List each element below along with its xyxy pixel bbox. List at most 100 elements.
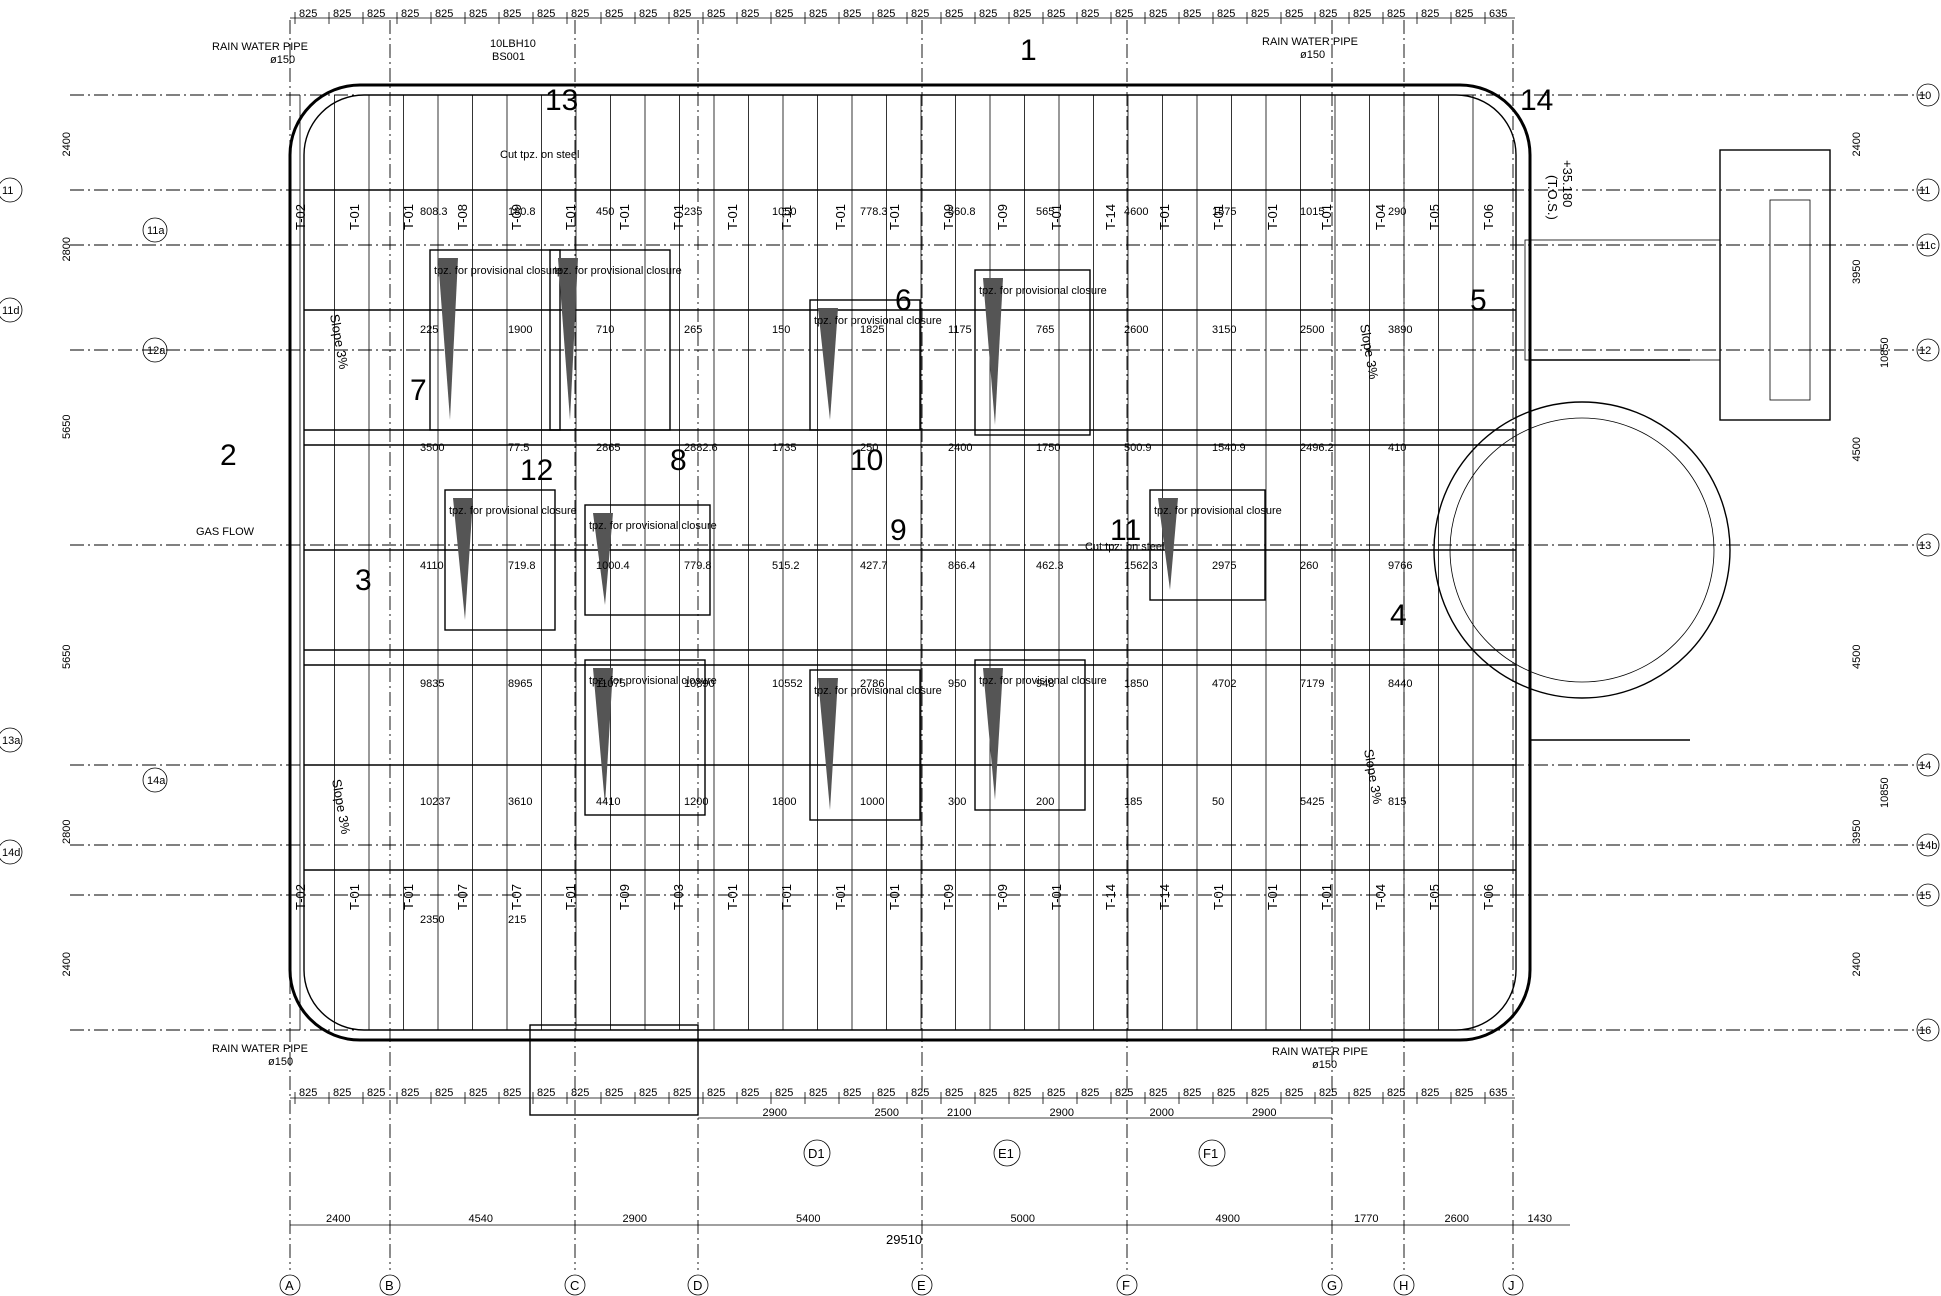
misc-dim-label: 1175 bbox=[948, 324, 972, 336]
left-row-bubble bbox=[142, 217, 168, 243]
bottom-dim: 825 bbox=[435, 1087, 453, 1099]
misc-dim-label: 3150 bbox=[1212, 324, 1236, 336]
top-dim: 825 bbox=[1081, 8, 1099, 20]
beam-label-bottom: T-02 bbox=[293, 884, 308, 910]
opening bbox=[584, 659, 706, 816]
misc-dim-label: 450 bbox=[596, 206, 614, 218]
misc-dim-label: 8440 bbox=[1388, 678, 1412, 690]
misc-dim-label: 7179 bbox=[1300, 678, 1324, 690]
provisional-closure-label: tpz. for provisional closure bbox=[814, 685, 942, 697]
grid-bubble-B bbox=[379, 1274, 401, 1296]
provisional-closure-label: tpz. for provisional closure bbox=[589, 675, 717, 687]
col-label: C bbox=[570, 1278, 579, 1293]
pipe-dia-label: ø150 bbox=[1300, 49, 1325, 61]
beam-label-top: T-06 bbox=[1481, 204, 1496, 230]
section-mark: 3 bbox=[355, 564, 372, 597]
section-mark: 11 bbox=[1110, 514, 1141, 547]
top-dim: 825 bbox=[673, 8, 691, 20]
right-dim: 2400 bbox=[1851, 952, 1863, 976]
top-dim: 825 bbox=[571, 8, 589, 20]
row-label: 11c bbox=[1919, 240, 1936, 252]
col-label: D bbox=[693, 1278, 702, 1293]
misc-dim-label: 1540.9 bbox=[1212, 442, 1246, 454]
misc-dim-label: 779.8 bbox=[684, 560, 712, 572]
opening bbox=[809, 299, 921, 431]
bottom-dim: 825 bbox=[639, 1087, 657, 1099]
sub-col-bubble bbox=[993, 1139, 1021, 1167]
axis-dim: 4900 bbox=[1216, 1213, 1240, 1225]
bottom-dim: 825 bbox=[1013, 1087, 1031, 1099]
misc-dim-label: 1850 bbox=[1124, 678, 1148, 690]
opening bbox=[444, 489, 556, 631]
section-mark: 8 bbox=[670, 444, 687, 477]
misc-dim-label: 1735 bbox=[772, 442, 796, 454]
misc-dim-label: 300 bbox=[948, 796, 966, 808]
total-width-dim: 29510 bbox=[886, 1232, 922, 1247]
bottom-dim: 825 bbox=[1387, 1087, 1405, 1099]
misc-dim-label: 2496.2 bbox=[1300, 442, 1334, 454]
bottom-dim: 825 bbox=[1421, 1087, 1439, 1099]
bottom-dim: 825 bbox=[571, 1087, 589, 1099]
misc-dim-label: 1750 bbox=[1036, 442, 1060, 454]
beam-label-bottom: T-09 bbox=[995, 884, 1010, 910]
bottom-dim: 825 bbox=[979, 1087, 997, 1099]
opening bbox=[584, 504, 711, 616]
section-mark: 6 bbox=[895, 284, 912, 317]
misc-dim-label: 185 bbox=[1124, 796, 1142, 808]
beam-label-top: T-09 bbox=[995, 204, 1010, 230]
span-dim: 2900 bbox=[1252, 1107, 1276, 1119]
axis-dim: 1430 bbox=[1528, 1213, 1552, 1225]
top-dim: 825 bbox=[333, 8, 351, 20]
section-mark: 10 bbox=[850, 444, 883, 477]
row-label: 11 bbox=[1919, 185, 1930, 197]
beam-label-top: T-04 bbox=[1373, 204, 1388, 230]
equipment-tag: 10LBH10 bbox=[490, 38, 536, 50]
grid-bubble-J bbox=[1502, 1274, 1524, 1296]
beam-label-top: T-01 bbox=[401, 204, 416, 230]
beam-label-bottom: T-01 bbox=[1049, 884, 1064, 910]
bottom-dim: 825 bbox=[809, 1087, 827, 1099]
top-dim: 825 bbox=[299, 8, 317, 20]
right-dim: 3950 bbox=[1851, 260, 1863, 284]
col-label: F bbox=[1122, 1278, 1130, 1293]
beam-label-top: T-01 bbox=[1049, 204, 1064, 230]
beam-label-top: T-01 bbox=[347, 204, 362, 230]
row-label: 13 bbox=[1919, 540, 1931, 552]
misc-dim-label: 3500 bbox=[420, 442, 444, 454]
row-bubble-16 bbox=[1916, 1018, 1940, 1042]
left-row-label: 14d bbox=[2, 847, 20, 859]
beam-label-bottom: T-04 bbox=[1373, 884, 1388, 910]
section-mark: 5 bbox=[1470, 284, 1487, 317]
bottom-dim: 825 bbox=[741, 1087, 759, 1099]
misc-dim-label: 948 bbox=[1036, 678, 1054, 690]
row-bubble-13 bbox=[1916, 533, 1940, 557]
opening-hatch bbox=[983, 278, 1003, 425]
left-row-label: 14a bbox=[147, 775, 166, 787]
bottom-dim: 825 bbox=[843, 1087, 861, 1099]
section-mark: 4 bbox=[1390, 599, 1407, 632]
beam-label-top: T-08 bbox=[455, 204, 470, 230]
grid-bubble-G bbox=[1321, 1274, 1343, 1296]
col-label: B bbox=[385, 1278, 394, 1293]
misc-dim-label: 2600 bbox=[1124, 324, 1148, 336]
misc-dim-label: 808.3 bbox=[420, 206, 448, 218]
grid-bubble-D bbox=[687, 1274, 709, 1296]
misc-dim-label: 1000 bbox=[860, 796, 884, 808]
misc-dim-label: 215 bbox=[508, 914, 526, 926]
top-dim: 825 bbox=[707, 8, 725, 20]
opening-details bbox=[429, 249, 1266, 821]
row-bubble-10 bbox=[1916, 83, 1940, 107]
misc-dim-label: 560.8 bbox=[948, 206, 976, 218]
provisional-closure-label: tpz. for provisional closure bbox=[1154, 505, 1282, 517]
side-structure-inner bbox=[1769, 199, 1811, 401]
left-dim: 2800 bbox=[61, 820, 73, 844]
bottom-dim: 825 bbox=[1183, 1087, 1201, 1099]
top-dim: 825 bbox=[1421, 8, 1439, 20]
gas-flow-label: GAS FLOW bbox=[196, 526, 255, 538]
misc-dim-label: 462.3 bbox=[1036, 560, 1064, 572]
beam-label-top: T-11 bbox=[779, 205, 794, 230]
beam-label-bottom: T-03 bbox=[671, 884, 686, 910]
pipe-dia-label: ø150 bbox=[1312, 1059, 1337, 1071]
left-row-bubble bbox=[142, 337, 168, 363]
